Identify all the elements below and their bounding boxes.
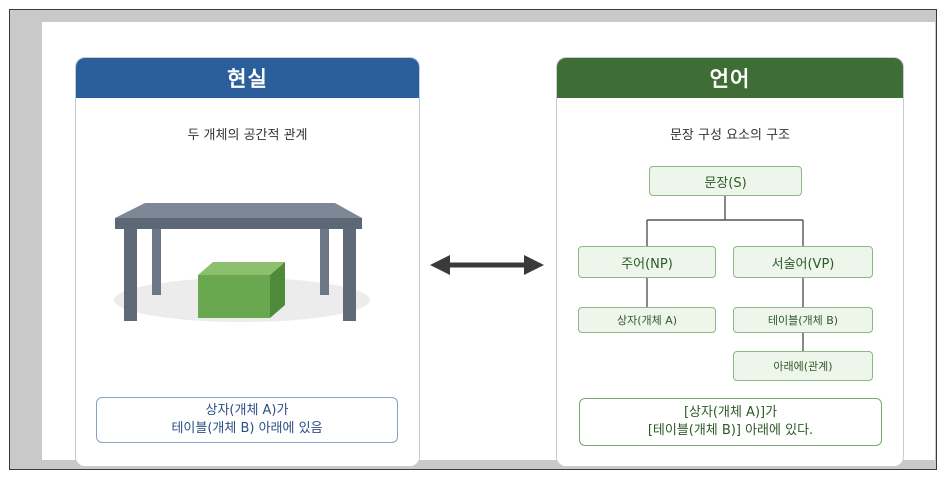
reality-panel-subtitle: 두 개체의 공간적 관계 — [187, 128, 308, 143]
table-top-edge — [115, 218, 362, 229]
tree-node-predicate: 서술어(VP) — [733, 246, 873, 278]
table-leg-back-right — [320, 228, 329, 295]
double-headed-arrow-icon — [430, 255, 544, 275]
language-caption: [상자(개체 A)]가 [테이블(개체 B)] 아래에 있다. — [579, 398, 882, 446]
tree-node-subject: 주어(NP) — [578, 246, 716, 278]
tree-node-object-b: 테이블(개체 B) — [733, 307, 873, 333]
reality-panel-title: 현실 — [76, 58, 419, 98]
tree-node-object-a: 상자(개체 A) — [578, 307, 716, 333]
language-panel-title: 언어 — [557, 58, 903, 98]
box-front — [198, 275, 270, 318]
reality-caption: 상자(개체 A)가 테이블(개체 B) 아래에 있음 — [96, 397, 398, 443]
table-top-surface — [115, 203, 362, 218]
syntax-tree-connectors — [646, 196, 804, 351]
table-leg-front-right — [343, 229, 356, 321]
table-leg-back-left — [152, 228, 161, 295]
box-side — [270, 262, 285, 318]
language-caption-line2: [테이블(개체 B)] 아래에 있다. — [647, 423, 814, 438]
tree-node-relation: 아래에(관계) — [733, 351, 873, 381]
box-icon — [198, 262, 285, 318]
reality-caption-line2: 테이블(개체 B) 아래에 있음 — [171, 421, 323, 436]
table-icon — [115, 203, 362, 321]
box-top — [198, 262, 285, 275]
reality-caption-line1: 상자(개체 A)가 — [205, 403, 289, 418]
language-caption-line1: [상자(개체 A)]가 — [683, 405, 778, 420]
tree-node-sentence: 문장(S) — [649, 166, 802, 196]
language-panel-subtitle: 문장 구성 요소의 구조 — [669, 128, 791, 143]
table-leg-front-left — [124, 229, 137, 321]
